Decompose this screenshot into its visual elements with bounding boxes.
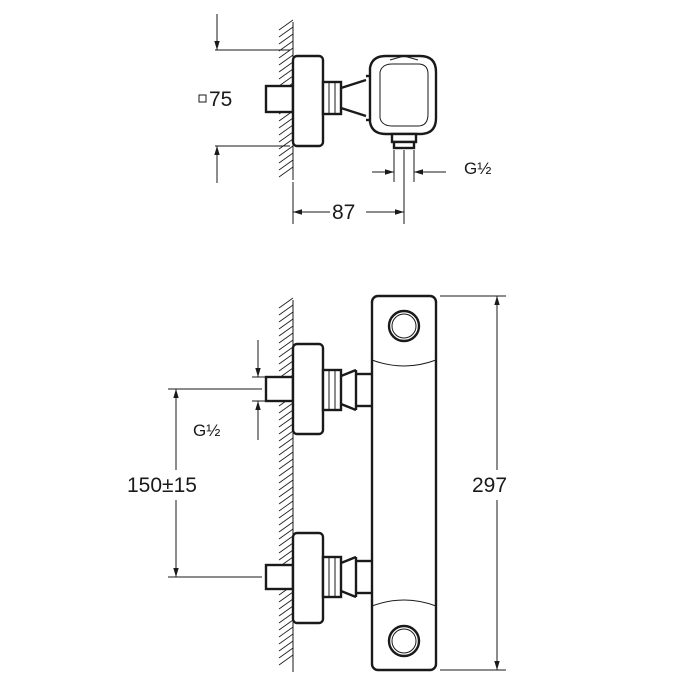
hatch-line <box>278 311 294 323</box>
hatch-line <box>278 486 294 498</box>
hatch-line <box>278 500 294 512</box>
hatch-line <box>278 640 294 652</box>
hatch-line <box>278 528 294 540</box>
hatch-line <box>278 409 294 421</box>
hatch-line <box>278 549 294 561</box>
hatch-line <box>278 54 294 66</box>
hatch-line <box>278 332 294 344</box>
hatch-line <box>278 68 294 80</box>
front-view: G½ 150±15 297 <box>120 294 526 672</box>
hatch-line <box>278 339 294 351</box>
hatch-line <box>278 402 294 414</box>
hatch-line <box>278 465 294 477</box>
hatch-line <box>278 598 294 610</box>
hatch-line <box>278 33 294 45</box>
hatch-line <box>278 521 294 533</box>
hatch-line <box>278 159 294 171</box>
hatch-line <box>278 647 294 659</box>
hatch-line <box>278 451 294 463</box>
dim-offset-87: 87 <box>292 150 405 224</box>
hatch-line <box>278 416 294 428</box>
hatch-line <box>278 633 294 645</box>
dim-thread-top-label: G½ <box>464 159 491 178</box>
hatch-line <box>278 626 294 638</box>
hatch-line <box>278 117 294 129</box>
hatch-line <box>278 542 294 554</box>
dim-centres: 150±15 <box>120 388 262 578</box>
hatch-line <box>278 304 294 316</box>
hatch-line <box>278 145 294 157</box>
dim-offset-label: 87 <box>332 201 355 224</box>
hatch-line <box>278 61 294 73</box>
front-mixer-body <box>370 294 438 672</box>
hatch-line <box>278 19 294 31</box>
hatch-line <box>278 514 294 526</box>
hatch-line <box>278 493 294 505</box>
hatch-line <box>278 152 294 164</box>
hatch-line <box>278 507 294 519</box>
hatch-line <box>278 131 294 143</box>
hatch-line <box>278 346 294 358</box>
hatch-line <box>278 458 294 470</box>
dim-thread-front: G½ <box>193 340 266 440</box>
lower-handle-icon <box>387 624 421 658</box>
hatch-line <box>278 360 294 372</box>
hatch-line <box>278 75 294 87</box>
hatch-line <box>278 423 294 435</box>
top-view: 75 87 G½ <box>198 14 491 224</box>
upper-handle-icon <box>387 309 421 343</box>
front-upper-inlet <box>264 342 372 436</box>
hatch-line <box>278 619 294 631</box>
hatch-line <box>278 444 294 456</box>
hatch-line <box>278 47 294 59</box>
top-connector-nut <box>321 78 367 118</box>
hatch-line <box>278 26 294 38</box>
hatch-line <box>278 437 294 449</box>
dim-square-label: 75 <box>209 88 232 111</box>
hatch-line <box>278 472 294 484</box>
hatch-line <box>278 591 294 603</box>
dim-height-label: 297 <box>472 474 507 497</box>
hatch-line <box>278 605 294 617</box>
hatch-line <box>278 430 294 442</box>
hatch-line <box>278 166 294 178</box>
front-wall-hatch <box>278 297 294 672</box>
hatch-line <box>278 654 294 666</box>
hatch-line <box>278 479 294 491</box>
dim-square-75: 75 <box>198 14 290 183</box>
top-flange <box>291 54 325 148</box>
top-inlet-stub <box>264 84 295 114</box>
hatch-line <box>278 612 294 624</box>
hatch-line <box>278 318 294 330</box>
top-outlet <box>390 132 418 150</box>
dim-height: 297 <box>440 295 526 671</box>
hatch-line <box>278 353 294 365</box>
dim-thread-front-label: G½ <box>193 421 220 440</box>
front-lower-inlet <box>264 531 372 625</box>
hatch-line <box>278 535 294 547</box>
hatch-line <box>278 124 294 136</box>
dim-centres-label: 150±15 <box>127 474 197 497</box>
hatch-line <box>278 138 294 150</box>
top-valve-body <box>366 54 438 136</box>
hatch-line <box>278 40 294 52</box>
hatch-line <box>278 297 294 309</box>
hatch-line <box>278 325 294 337</box>
dim-thread-top: G½ <box>372 150 491 182</box>
